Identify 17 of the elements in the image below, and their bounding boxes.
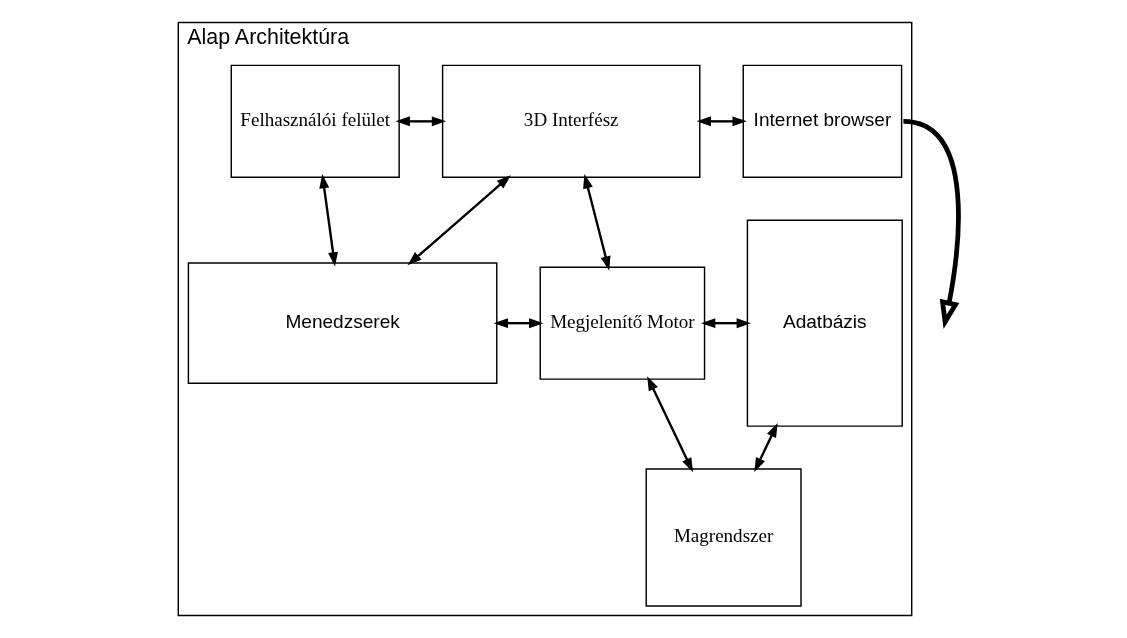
arrow bbox=[696, 116, 747, 127]
node-box: Felhasználói felület bbox=[230, 64, 400, 179]
arrow bbox=[493, 318, 543, 329]
arrow bbox=[646, 376, 693, 473]
arrow bbox=[407, 175, 511, 266]
node-box: Magrendszer bbox=[645, 468, 802, 607]
arrow bbox=[902, 119, 961, 329]
arrow bbox=[700, 318, 751, 329]
arrow bbox=[318, 174, 338, 267]
node-box: 3D Interfész bbox=[441, 64, 700, 179]
arrow bbox=[582, 174, 610, 271]
node-box: Adatbázis bbox=[746, 219, 903, 427]
arrow bbox=[753, 423, 778, 473]
node-box: Menedzserek bbox=[187, 262, 497, 384]
arrow bbox=[395, 116, 446, 127]
node-box: Internet browser bbox=[742, 64, 902, 179]
node-box: Megjelenítő Motor bbox=[539, 266, 705, 380]
